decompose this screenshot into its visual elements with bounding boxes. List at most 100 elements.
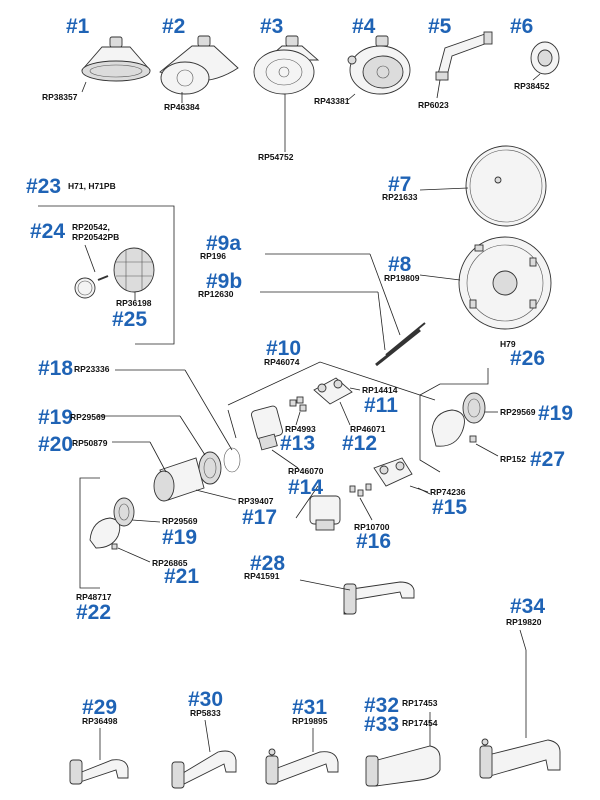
callout-4: #4 — [352, 15, 376, 38]
callout-29: #29 — [82, 696, 117, 719]
code-14: RP46070 — [288, 466, 324, 476]
code-16: RP10700 — [354, 522, 390, 532]
code-24b: RP20542PB — [72, 232, 119, 242]
code-30: RP5833 — [190, 708, 221, 718]
code-13: RP4993 — [285, 424, 316, 434]
part-29-tub-spout — [69, 759, 129, 785]
code-20: RP50879 — [72, 438, 108, 448]
code-33: RP17454 — [402, 718, 438, 728]
part-9-screws — [375, 322, 426, 367]
callout-15: #15 — [432, 496, 467, 519]
code-8: RP19809 — [384, 273, 420, 283]
code-7: RP21633 — [382, 192, 418, 202]
code-18: RP23336 — [74, 364, 110, 374]
code-9b: RP12630 — [198, 289, 234, 299]
part-24-screw-25-handle — [74, 247, 155, 299]
code-24a: RP20542, — [72, 222, 110, 232]
callout-1: #1 — [66, 15, 90, 38]
callout-26: #26 — [510, 347, 545, 370]
part-7-cover-plate — [465, 145, 547, 227]
callout-17: #17 — [242, 506, 277, 529]
callout-2: #2 — [162, 15, 185, 38]
callout-11: #11 — [364, 394, 398, 417]
callout-18: #18 — [38, 357, 73, 380]
code-21: RP26865 — [152, 558, 188, 568]
code-12: RP46071 — [350, 424, 386, 434]
part-20-sleeve — [153, 457, 205, 502]
callout-31: #31 — [292, 696, 327, 719]
part-26-handle — [431, 392, 486, 447]
callout-6: #6 — [510, 15, 533, 38]
part-10-valve-assembly — [251, 377, 353, 451]
callout-10: #10 — [266, 337, 301, 360]
callout-25: #25 — [112, 308, 147, 331]
part-19-spline-adapter — [198, 451, 222, 485]
callout-9a: #9a — [206, 232, 241, 255]
code-4: RP43381 — [314, 96, 350, 106]
code-23: H71, H71PB — [68, 181, 116, 191]
code-2: RP46384 — [164, 102, 200, 112]
callout-20: #20 — [38, 433, 73, 456]
part-2-shower-head — [159, 35, 239, 95]
code-22: RP48717 — [76, 592, 112, 602]
code-26: H79 — [500, 339, 516, 349]
callout-3: #3 — [260, 15, 283, 38]
code-10: RP46074 — [264, 357, 300, 367]
part-15-valve-assembly — [309, 457, 413, 531]
code-19b: RP29569 — [162, 516, 198, 526]
callout-5: #5 — [428, 15, 452, 38]
callout-33: #33 — [364, 713, 399, 736]
callout-28: #28 — [250, 552, 285, 575]
callout-19b: #19 — [162, 526, 197, 549]
part-34-tub-spout — [479, 738, 561, 779]
part-1-shower-head — [81, 36, 151, 82]
callout-23: #23 — [26, 175, 61, 198]
part-18-oring — [223, 447, 241, 473]
part-3-shower-head — [253, 35, 320, 95]
code-32: RP17453 — [402, 698, 438, 708]
code-31: RP19895 — [292, 716, 328, 726]
part-28-tub-spout — [343, 581, 415, 615]
code-17: RP39407 — [238, 496, 274, 506]
code-25: RP36198 — [116, 298, 152, 308]
callout-32: #32 — [364, 694, 399, 717]
callout-16: #16 — [356, 530, 391, 553]
callout-7: #7 — [388, 173, 411, 196]
callout-14: #14 — [288, 476, 323, 499]
code-19a: RP29569 — [70, 412, 106, 422]
part-6-flange — [530, 41, 560, 75]
code-15: RP74236 — [430, 487, 466, 497]
code-9a: RP196 — [200, 251, 226, 261]
callout-13: #13 — [280, 432, 315, 455]
part-22-handle — [89, 497, 135, 550]
callout-19a: #19 — [38, 406, 73, 429]
part-30-tub-spout — [171, 750, 237, 789]
code-5: RP6023 — [418, 100, 449, 110]
callout-19c: #19 — [538, 402, 573, 425]
callout-34: #34 — [510, 595, 545, 618]
part-5-shower-arm — [435, 31, 493, 81]
code-27: RP152 — [500, 454, 526, 464]
callout-9b: #9b — [206, 270, 242, 293]
callout-8: #8 — [388, 253, 412, 276]
code-6: RP38452 — [514, 81, 550, 91]
callout-21: #21 — [164, 565, 199, 588]
code-28: RP41591 — [244, 571, 280, 581]
callout-27: #27 — [530, 448, 565, 471]
part-4-shower-head — [347, 35, 411, 95]
code-19c: RP29569 — [500, 407, 536, 417]
labels: #1 RP38357 #2 RP46384 #3 RP54752 #4 RP43… — [26, 15, 573, 736]
part-8-rough-plate — [458, 236, 552, 330]
part-32-tub-spout — [365, 745, 441, 787]
callout-22: #22 — [76, 601, 111, 624]
code-34: RP19820 — [506, 617, 542, 627]
callout-30: #30 — [188, 688, 223, 711]
code-29: RP36498 — [82, 716, 118, 726]
part-31-tub-spout — [265, 748, 339, 785]
code-1: RP38357 — [42, 92, 78, 102]
callout-24: #24 — [30, 220, 65, 243]
callout-12: #12 — [342, 432, 377, 455]
code-3: RP54752 — [258, 152, 294, 162]
code-11: RP14414 — [362, 385, 398, 395]
